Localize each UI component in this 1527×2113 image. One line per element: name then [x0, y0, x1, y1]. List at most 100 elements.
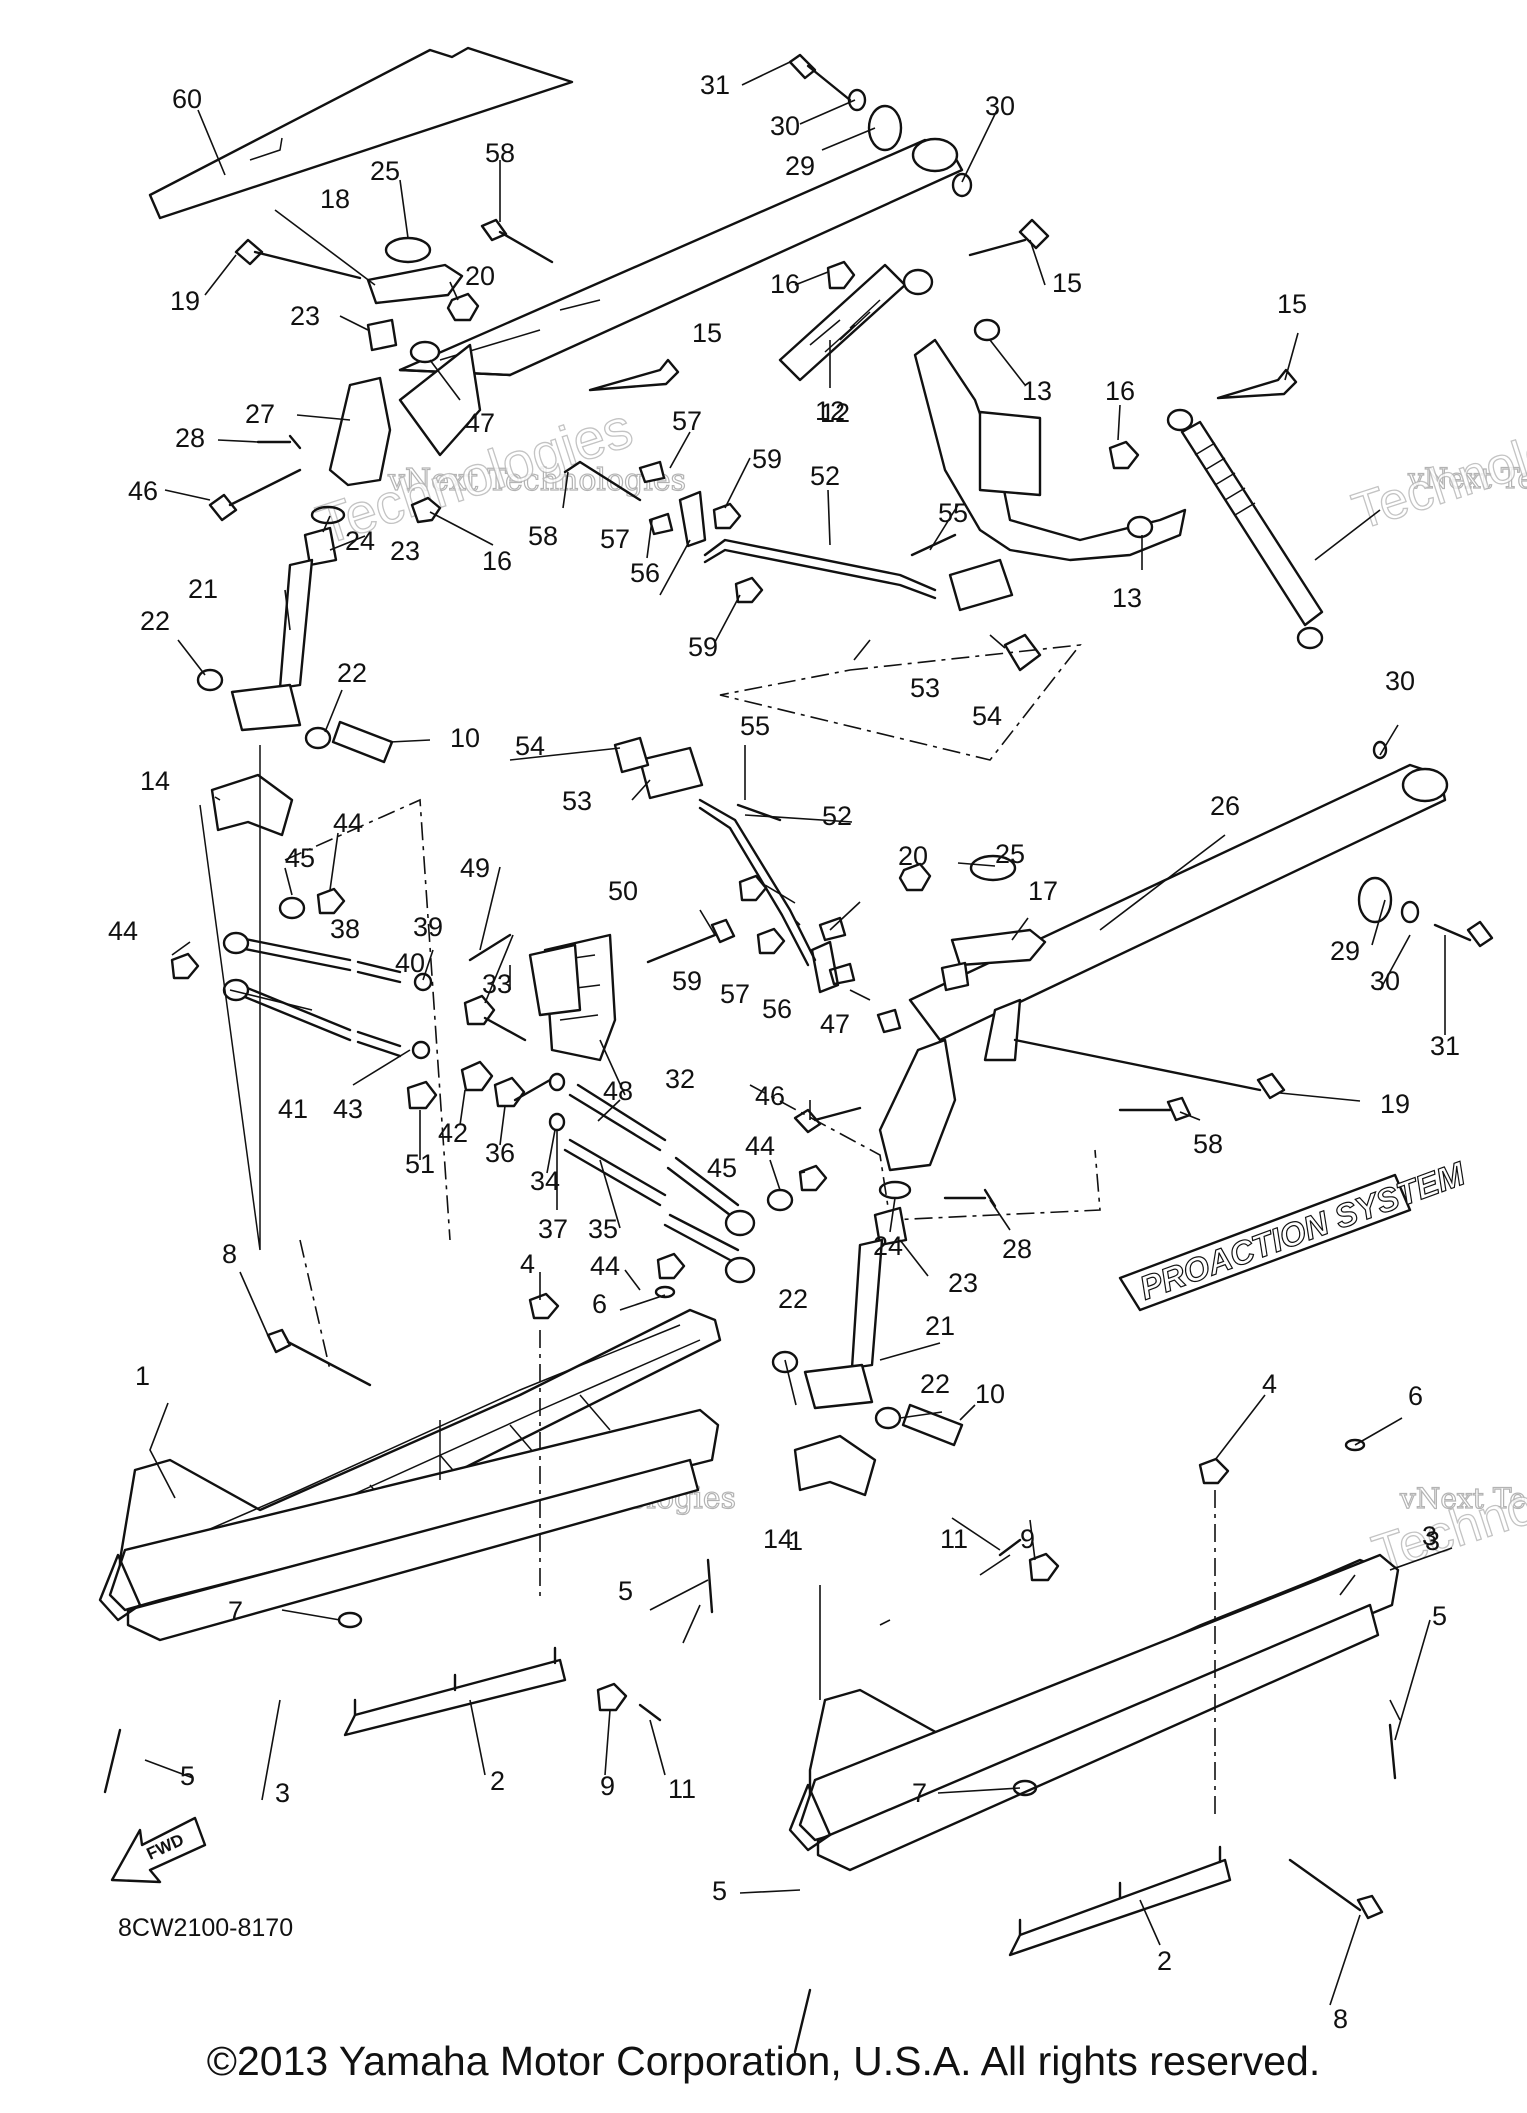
- bracket-18: [366, 263, 464, 305]
- rod-38: [238, 936, 352, 972]
- callout-label: 54: [515, 731, 545, 761]
- nut-16: [1108, 440, 1140, 470]
- fwd-arrow-icon: FWD: [110, 1816, 207, 1884]
- collar-34: [548, 1072, 566, 1092]
- callout-label: 4: [1262, 1369, 1277, 1399]
- callout-label: 31: [1430, 1031, 1460, 1061]
- nut-20: [446, 292, 480, 322]
- bolt-50: [646, 918, 736, 964]
- bushing-23: [940, 961, 970, 992]
- bushing-23: [366, 318, 398, 352]
- callout-label: 58: [528, 521, 558, 551]
- nut-59: [756, 927, 786, 955]
- callout-label: 52: [822, 801, 852, 831]
- callout-label: 30: [1385, 666, 1415, 696]
- callout-label: 24: [873, 1231, 903, 1261]
- nut-9: [596, 1682, 628, 1712]
- watermark-text: Technologies: [1366, 1434, 1527, 1583]
- spindle-21: [850, 1238, 884, 1370]
- bolt-58: [480, 218, 554, 264]
- callout-label: 59: [688, 632, 718, 662]
- bolt-46: [793, 1106, 862, 1134]
- callout-label: 23: [948, 1268, 978, 1298]
- callout-label: 41: [278, 1094, 308, 1124]
- callout-label: 16: [1105, 376, 1135, 406]
- callout-label: 47: [465, 408, 495, 438]
- washer-7: [337, 1611, 363, 1629]
- guard-plate-60: [148, 46, 574, 220]
- callout-label: 46: [755, 1081, 785, 1111]
- stud-5: [103, 1728, 122, 1794]
- nut-42: [460, 1060, 494, 1092]
- callout-label: 57: [672, 406, 702, 436]
- callout-label: 49: [460, 853, 490, 883]
- callout-label: 58: [1193, 1129, 1223, 1159]
- callout-label: 15: [1052, 268, 1082, 298]
- nut-16: [826, 260, 856, 290]
- mount-plate-48: [543, 933, 617, 1062]
- callout-label: 30: [985, 91, 1015, 121]
- rod-52: [698, 798, 817, 967]
- callout-label: 55: [740, 711, 770, 741]
- callout-label: 52: [810, 461, 840, 491]
- callout-label: 30: [1370, 966, 1400, 996]
- callout-label: 13: [1022, 376, 1052, 406]
- callout-label: 11: [940, 1524, 968, 1554]
- nut-44: [170, 952, 200, 980]
- callout-label: 29: [785, 151, 815, 181]
- callout-label: 59: [672, 966, 702, 996]
- stud-5: [1388, 1723, 1397, 1780]
- callout-label: 22: [140, 606, 170, 636]
- washer-6: [1344, 1438, 1366, 1452]
- callout-label: 44: [745, 1131, 775, 1161]
- callout-label: 22: [337, 658, 367, 688]
- callout-label: 20: [898, 841, 928, 871]
- plate-53: [638, 746, 704, 800]
- callout-label: 11: [668, 1774, 696, 1804]
- callout-label: 1: [788, 1526, 803, 1556]
- bolt-19: [234, 238, 362, 280]
- watermark-text: Technologies: [1346, 392, 1527, 541]
- callout-label: 5: [618, 1576, 633, 1606]
- pin-11: [638, 1703, 662, 1722]
- wear-bar-2: [343, 1658, 567, 1737]
- callout-label: 59: [752, 444, 782, 474]
- ski-3: [798, 1553, 1400, 1842]
- copyright-notice: ©2013 Yamaha Motor Corporation, U.S.A. A…: [206, 2038, 1321, 2084]
- collar-45: [766, 1188, 794, 1212]
- callout-label: 8: [222, 1239, 237, 1269]
- block-54: [1003, 633, 1042, 672]
- collar-57: [818, 916, 847, 942]
- right-ski: [788, 1438, 1400, 2054]
- bolt-8: [1288, 1858, 1384, 1920]
- callout-label: 10: [975, 1379, 1005, 1409]
- nut-9: [1028, 1552, 1060, 1582]
- rod-35: [563, 1138, 667, 1207]
- callout-label: 48: [603, 1076, 633, 1106]
- washer-30: [951, 172, 973, 198]
- callout-label: 23: [290, 301, 320, 331]
- bolt-8: [266, 1328, 372, 1387]
- callout-label: 56: [762, 994, 792, 1024]
- callout-label: 2: [1157, 1946, 1172, 1976]
- diagram-code: 8CW2100-8170: [118, 1914, 294, 1942]
- callout-label: 45: [285, 843, 315, 873]
- callout-label: 30: [770, 111, 800, 141]
- collar-45: [278, 896, 306, 920]
- callout-label: 50: [608, 876, 638, 906]
- nut-44: [316, 887, 346, 915]
- watermark-text: vNext Technologies: [1407, 462, 1527, 495]
- callout-label: 57: [600, 524, 630, 554]
- bolt-46: [208, 468, 302, 522]
- block-54: [613, 736, 650, 774]
- callout-label: 14: [140, 766, 170, 796]
- upper-left-assembly: [148, 46, 1324, 837]
- nipple-28: [943, 1188, 997, 1208]
- callout-label: 7: [912, 1778, 927, 1808]
- callout-label: 40: [395, 948, 425, 978]
- shock-12: [1180, 420, 1324, 627]
- callout-label: 22: [778, 1284, 808, 1314]
- collar-43: [411, 1040, 431, 1060]
- leader-lines: [144, 61, 1453, 2006]
- bushing-23b: [303, 526, 338, 567]
